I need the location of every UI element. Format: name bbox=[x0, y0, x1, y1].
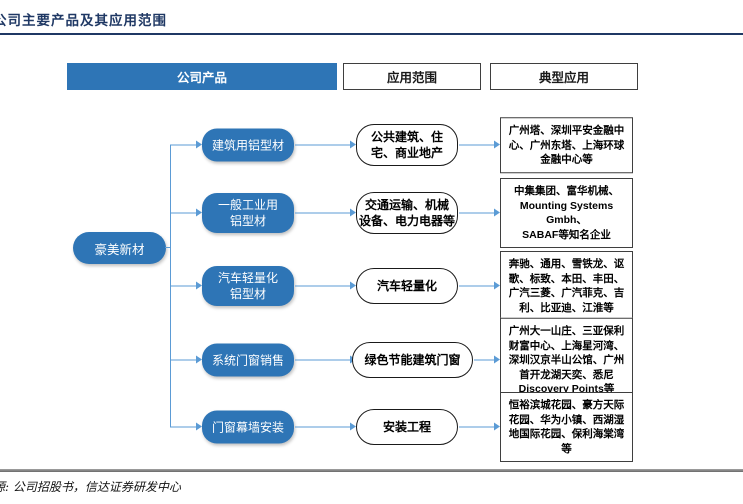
root-connector-line bbox=[165, 247, 171, 248]
arrow-right-icon bbox=[170, 208, 202, 217]
arrow-right-icon bbox=[459, 140, 500, 149]
bottom-divider bbox=[0, 469, 743, 472]
product-node: 门窗幕墙安装 bbox=[202, 410, 294, 444]
arrow-right-icon bbox=[459, 281, 500, 290]
arrow-right-icon bbox=[295, 355, 356, 364]
arrow-right-icon bbox=[170, 140, 202, 149]
application-node: 汽车轻量化 bbox=[356, 268, 458, 304]
arrow-right-icon bbox=[170, 422, 202, 431]
arrow-right-icon bbox=[295, 281, 356, 290]
column-header-applications: 应用范围 bbox=[343, 63, 481, 90]
application-node: 安装工程 bbox=[356, 409, 458, 445]
application-node: 公共建筑、住 宅、商业地产 bbox=[356, 124, 458, 166]
typical-application-box: 恒裕滨城花园、豪方天际 花园、华为小镇、西湖湿 地国际花园、保利海棠湾 等 bbox=[500, 392, 633, 462]
source-note: 资料来源: 公司招股书，信达证券研发中心 bbox=[0, 480, 181, 494]
arrow-right-icon bbox=[474, 355, 500, 364]
product-node: 建筑用铝型材 bbox=[202, 128, 294, 162]
arrow-right-icon bbox=[295, 208, 356, 217]
typical-application-box: 广州塔、深圳平安金融中 心、广州东塔、上海环球 金融中心等 bbox=[500, 117, 633, 173]
title-underline bbox=[0, 33, 743, 35]
column-header-typical: 典型应用 bbox=[490, 63, 638, 90]
application-node: 绿色节能建筑门窗 bbox=[352, 342, 473, 378]
column-header-products: 公司产品 bbox=[67, 63, 337, 90]
arrow-right-icon bbox=[170, 281, 202, 290]
application-node: 交通运输、机械 设备、电力电器等 bbox=[356, 192, 458, 234]
arrow-right-icon bbox=[459, 422, 500, 431]
arrow-right-icon bbox=[459, 208, 500, 217]
product-node: 一般工业用 铝型材 bbox=[202, 193, 294, 233]
typical-application-box: 广州大一山庄、三亚保利 财富中心、上海星河湾、 深圳汉京半山公馆、广州 首开龙湖… bbox=[500, 317, 633, 403]
figure-title: 公司主要产品及其应用范围 bbox=[0, 13, 167, 29]
product-node: 汽车轻量化 铝型材 bbox=[202, 266, 294, 306]
company-root-node: 豪美新材 bbox=[73, 232, 166, 264]
product-node: 系统门窗销售 bbox=[202, 343, 294, 377]
arrow-right-icon bbox=[170, 355, 202, 364]
arrow-right-icon bbox=[295, 422, 356, 431]
typical-application-box: 中集集团、富华机械、 Mounting Systems Gmbh、 SABAF等… bbox=[500, 178, 633, 248]
typical-application-box: 奔驰、通用、雪铁龙、讴 歌、标致、本田、丰田、 广汽三菱、广汽菲克、吉 利、比亚… bbox=[500, 251, 633, 321]
arrow-right-icon bbox=[295, 140, 356, 149]
